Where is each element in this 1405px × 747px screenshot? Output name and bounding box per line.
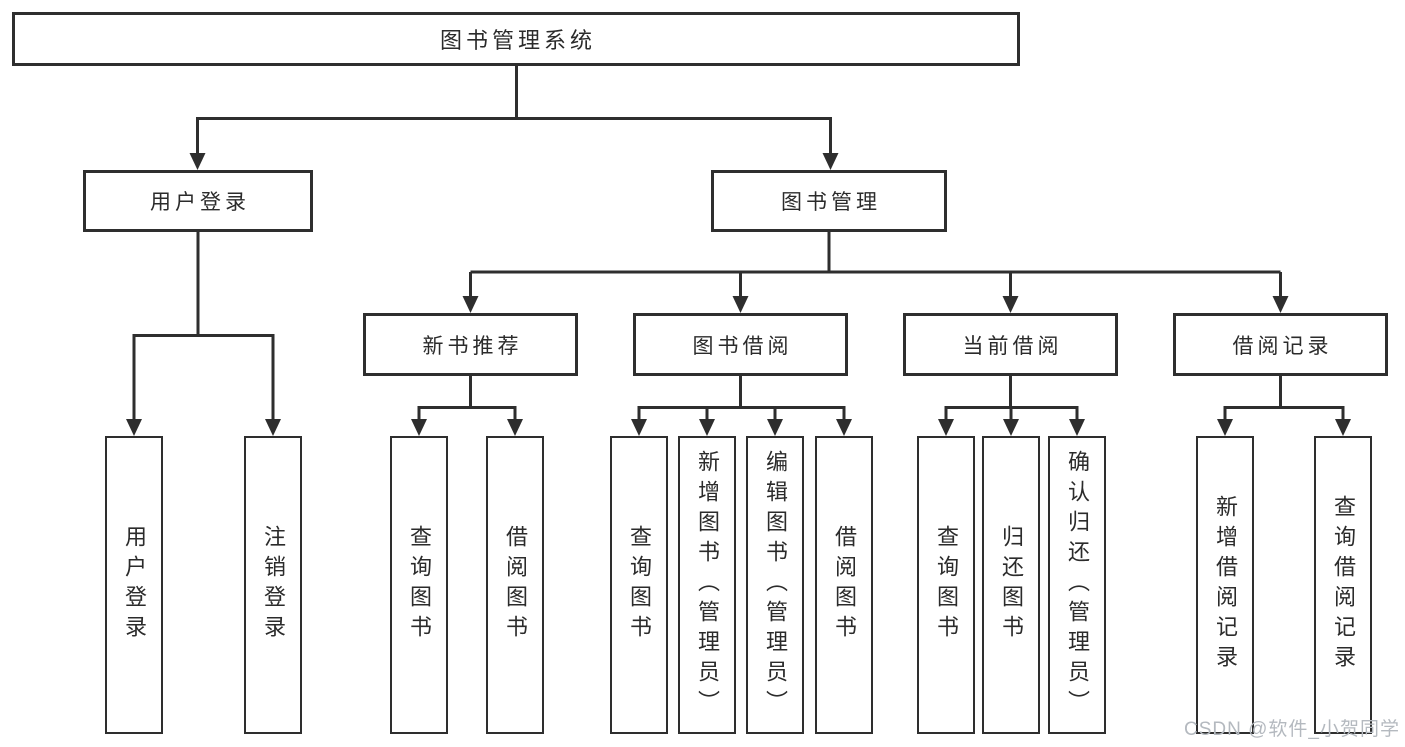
connector-current-borrow-arrowheads: [938, 419, 1085, 436]
leaf-newbooks-query-books: 查询图书: [390, 436, 448, 734]
node-book-borrowing: 图书借阅: [633, 313, 848, 376]
node-new-book-recommend: 新书推荐: [363, 313, 578, 376]
connector-root-to-level2: [196, 66, 832, 155]
connector-records-children: [1223, 376, 1345, 421]
connector-user-login-arrowheads: [126, 419, 281, 436]
leaf-logout-login: 注销登录: [244, 436, 302, 734]
node-current-borrowing: 当前借阅: [903, 313, 1118, 376]
connector-root-arrowheads: [189, 153, 839, 170]
node-user-login: 用户登录: [83, 170, 313, 232]
watermark-text: CSDN @软件_小贺同学: [1184, 719, 1400, 740]
leaf-borrow-add-books-admin: 新增图书（管理员）: [678, 436, 736, 734]
connector-book-borrow-arrowheads: [631, 419, 852, 436]
leaf-records-query-record: 查询借阅记录: [1314, 436, 1372, 734]
leaf-user-login: 用户登录: [105, 436, 163, 734]
leaf-current-return-books: 归还图书: [982, 436, 1040, 734]
leaf-current-query-books: 查询图书: [917, 436, 975, 734]
leaf-records-add-record: 新增借阅记录: [1196, 436, 1254, 734]
leaf-current-confirm-return-admin: 确认归还（管理员）: [1048, 436, 1106, 734]
connector-book-mgmt-arrowheads: [462, 296, 1289, 313]
node-library-management-system: 图书管理系统: [12, 12, 1020, 66]
connector-new-book-children: [417, 376, 517, 421]
connector-new-book-arrowheads: [411, 419, 523, 436]
leaf-borrow-query-books: 查询图书: [610, 436, 668, 734]
node-borrowing-records: 借阅记录: [1173, 313, 1388, 376]
connector-current-borrow-children: [944, 376, 1079, 421]
connector-book-mgmt-sections: [469, 232, 1282, 298]
leaf-borrow-borrow-books: 借阅图书: [815, 436, 873, 734]
connector-records-arrowheads: [1217, 419, 1351, 436]
connector-book-borrow-children: [637, 376, 846, 421]
leaf-borrow-edit-books-admin: 编辑图书（管理员）: [746, 436, 804, 734]
connector-user-login-children: [132, 232, 275, 421]
leaf-newbooks-borrow-books: 借阅图书: [486, 436, 544, 734]
node-book-management: 图书管理: [711, 170, 947, 232]
